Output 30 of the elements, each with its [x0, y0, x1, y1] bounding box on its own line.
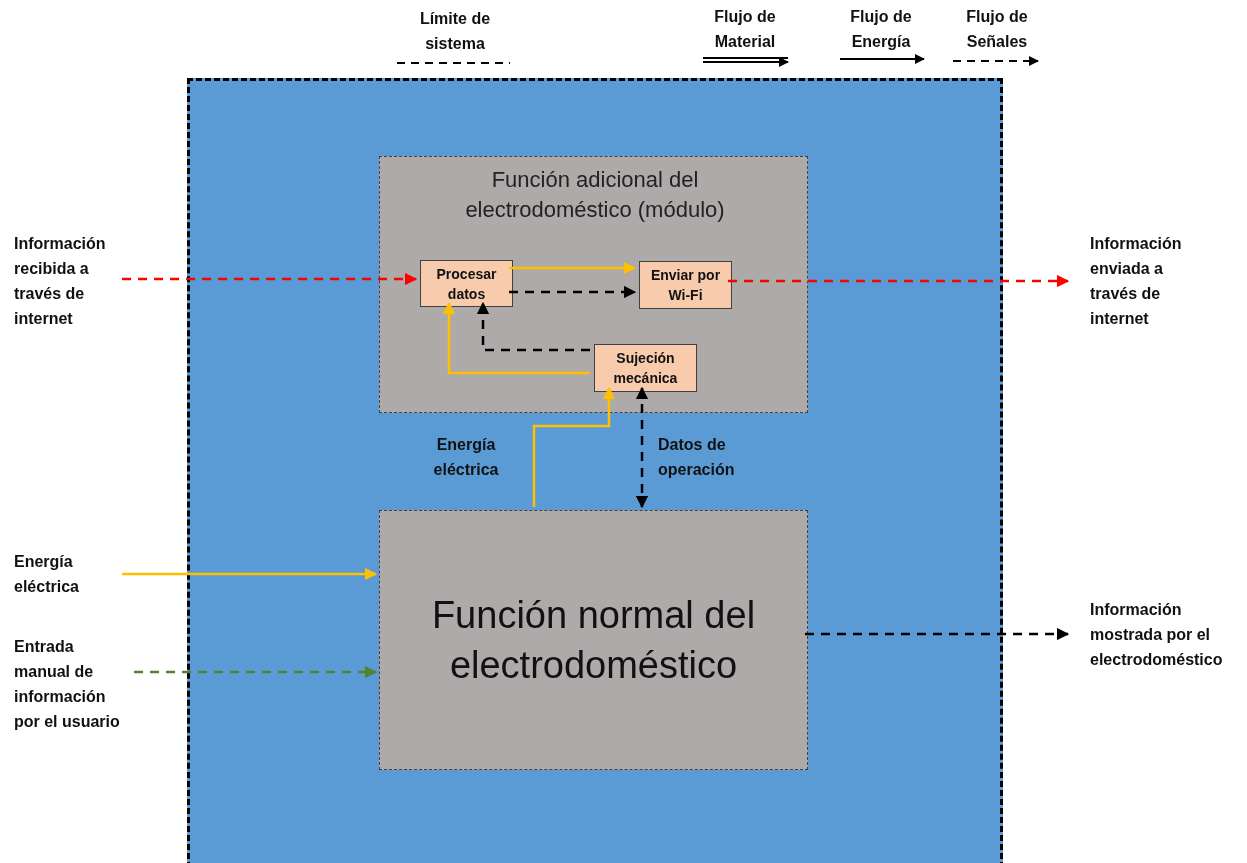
legend-label: Flujo de Señales: [965, 7, 1029, 52]
module-box: [379, 156, 808, 413]
system-boundary: [187, 78, 1003, 863]
arrow: [728, 274, 1070, 288]
edge-label: Energía eléctrica: [432, 435, 500, 480]
output-label: Información mostrada por el electrodoméstico: [1068, 597, 1247, 673]
box-title: Función normal del electrodoméstico: [430, 593, 757, 688]
arrow: [509, 285, 637, 299]
arrow: [805, 627, 1070, 641]
process-box: Sujeción mecánica: [594, 344, 697, 392]
process-box: Procesar datos: [420, 260, 513, 307]
input-label: Información recibida a través de internet: [14, 231, 122, 331]
legend-label: Flujo de Material: [713, 7, 777, 52]
arrow: [122, 272, 418, 286]
arrow: [134, 665, 378, 679]
arrow: [509, 261, 637, 275]
arrow: [635, 386, 649, 509]
output-label: Información enviada a través de internet: [1068, 231, 1198, 331]
function-box: [379, 510, 808, 770]
legend-label: Flujo de Energía: [849, 7, 913, 52]
arrow: [476, 301, 590, 352]
input-label: Entrada manual de información por el usuario: [14, 634, 134, 734]
process-box: Enviar por Wi-Fi: [639, 261, 732, 309]
arrow: [532, 386, 616, 507]
group-title: Función adicional del electrodoméstico (módulo): [464, 166, 726, 224]
legend-label: Límite de sistema: [418, 9, 492, 54]
edge-label: Datos de operación: [658, 435, 736, 480]
arrow: [122, 567, 378, 581]
arrow: [442, 301, 590, 375]
input-label: Energía eléctrica: [14, 549, 122, 601]
